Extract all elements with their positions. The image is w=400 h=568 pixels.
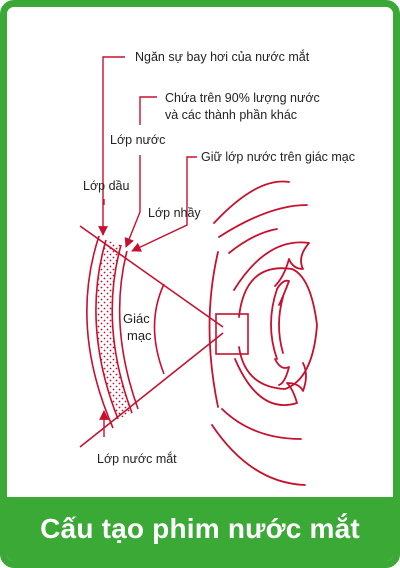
label-tear-layer: Lớp nước mắt [97,451,177,466]
eye-drawing [208,180,318,486]
cornea-arc [153,283,165,375]
label-cornea-2: mạc [127,328,152,343]
arc-3 [111,244,133,414]
label-water-contains-1: Chứa trên 90% lượng nước [165,91,320,105]
label-keeps-water: Giữ lớp nước trên giác mạc [201,150,355,164]
leader-lines [98,56,197,437]
leader-evaporation [98,56,125,236]
label-cornea-1: Giác [123,311,150,326]
label-oil-layer: Lớp dầu [83,179,129,193]
layer-arcs [86,235,165,429]
caption-text: Cấu tạo phim nước mắt [40,513,360,544]
arc-2 [95,239,119,420]
arc-4 [118,250,139,410]
tear-film-diagram: Ngăn sự bay hơi của nước mắt Chứa trên 9… [79,49,355,486]
globe-outline [238,267,318,390]
tear-film-dotted-area [95,240,132,419]
caption-banner: Cấu tạo phim nước mắt [7,497,393,561]
outer-arc [86,235,114,429]
label-mucus-layer: Lớp nhầy [148,206,201,220]
magnifier-box [215,313,249,355]
label-water-layer: Lớp nước [110,133,165,147]
leader-mucus [131,156,197,252]
label-evaporation: Ngăn sự bay hơi của nước mắt [135,49,310,64]
label-water-contains-2: và các thành phần khác [165,108,297,122]
leader-water [126,96,157,247]
